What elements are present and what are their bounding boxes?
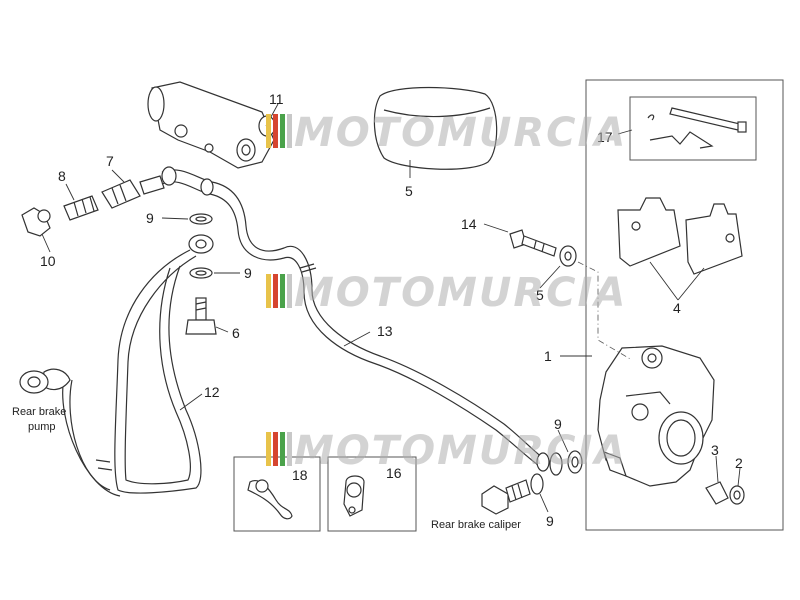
master-cylinder [147,81,276,169]
banjo-bolt-6 [185,297,217,335]
wm-stripe [287,274,292,308]
watermark-text: MOTOMURCIA [294,270,627,316]
wm-stripe [266,274,271,308]
label-6: 6 [232,325,240,341]
label-4: 4 [673,300,681,316]
bleed-valve-3 [705,481,729,505]
wm-stripe [280,114,285,148]
label-10: 10 [40,253,56,269]
brake-pads [617,197,743,275]
clip-16 [343,475,365,517]
fitting-10 [21,207,51,237]
watermark-bottom: MOTOMURCIA [266,428,627,474]
label-1: 1 [544,348,552,364]
label-7: 7 [106,153,114,169]
clip-box-16 [327,456,417,532]
label-2: 2 [735,455,743,471]
label-14: 14 [461,216,477,232]
label-9-caliper-bottom: 9 [546,513,554,529]
label-16: 16 [386,465,402,481]
wm-stripe [280,432,285,466]
label-12: 12 [204,384,220,400]
caption-caliper: Rear brake caliper [431,519,521,531]
label-9-caliper-top: 9 [554,416,562,432]
label-3: 3 [711,442,719,458]
wm-stripe [273,274,278,308]
bolt-14 [509,229,557,257]
watermark-text: MOTOMURCIA [294,110,627,156]
clip-18 [247,479,293,520]
label-5-reservoir: 5 [405,183,413,199]
watermark-middle: MOTOMURCIA [266,270,627,316]
washer-9-caliper-a [549,452,563,476]
wm-stripe [280,274,285,308]
caliper-group-frame [585,79,784,531]
label-11: 11 [269,91,284,107]
label-17: 17 [597,129,613,145]
hose-12 [114,249,202,494]
fitting-8 [63,195,99,221]
label-15: 5 [536,287,544,303]
pin-kit [647,107,747,149]
label-9-upper: 9 [146,210,154,226]
caption-pump-line2: pump [28,421,56,433]
fitting-7 [101,175,165,209]
label-8: 8 [58,168,66,184]
label-9-lower: 9 [244,265,252,281]
wm-stripe [266,114,271,148]
brake-caliper [597,345,715,487]
label-13: 13 [377,323,393,339]
watermark-top: MOTOMURCIA [266,110,627,156]
wm-stripe [273,114,278,148]
banjo-bolt-caliper [481,479,531,515]
wm-stripe [273,432,278,466]
caption-pump-line1: Rear brake [12,406,66,418]
pin-kit-box [629,96,757,161]
label-18: 18 [292,467,308,483]
wm-stripe [287,432,292,466]
banjo-fitting [188,234,214,254]
hose-13 [161,169,549,463]
wm-stripe [287,114,292,148]
reservoir-cover [373,86,498,170]
watermark-text: MOTOMURCIA [294,428,627,474]
wm-stripe [266,432,271,466]
